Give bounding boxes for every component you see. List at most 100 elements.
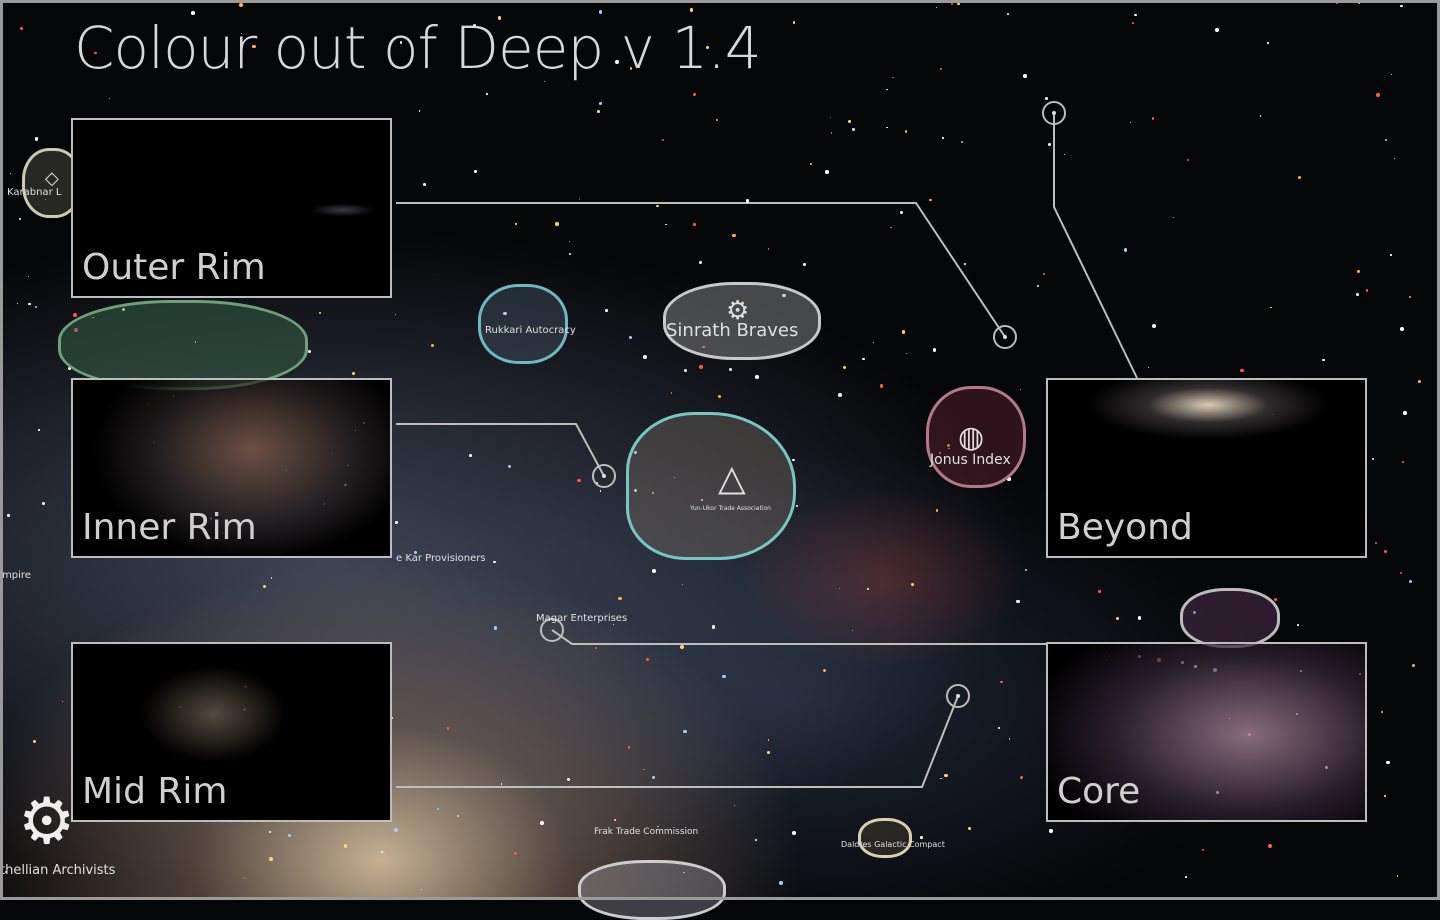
star	[436, 807, 439, 810]
star	[892, 76, 894, 79]
game-title: Colour out of Deep v 1.4	[74, 14, 762, 82]
star	[932, 348, 937, 352]
faction-label[interactable]: Sinrath Braves	[666, 320, 799, 341]
star	[1049, 829, 1053, 833]
star	[664, 223, 667, 226]
star	[614, 819, 616, 821]
star	[497, 16, 502, 20]
star	[34, 137, 38, 141]
faction-label[interactable]: Magar Enterprises	[536, 613, 628, 624]
star	[940, 777, 942, 780]
star	[1356, 293, 1359, 296]
star	[1042, 273, 1045, 275]
star	[1007, 13, 1010, 15]
star	[414, 551, 417, 554]
star	[567, 778, 571, 782]
star	[239, 2, 244, 7]
star	[1390, 254, 1392, 256]
star	[10, 172, 12, 174]
star	[755, 839, 758, 842]
faction-label[interactable]: Yun-Ukor Trade Association	[690, 505, 771, 512]
territory-bottom	[578, 860, 726, 920]
star	[1240, 368, 1244, 372]
region-core[interactable]: Core	[1046, 642, 1367, 822]
faction-label[interactable]: Jonus Index	[930, 452, 1011, 468]
star	[1335, 2, 1338, 5]
region-outer-rim[interactable]: Outer Rim	[71, 118, 392, 298]
star	[683, 369, 687, 373]
territory-yun-ukor	[626, 412, 796, 560]
star	[1044, 96, 1049, 100]
star	[1400, 572, 1403, 575]
star	[1393, 158, 1395, 160]
star	[614, 59, 619, 64]
star	[1138, 616, 1142, 620]
star	[1385, 139, 1387, 141]
faction-label[interactable]: Rukkari Autocracy	[485, 325, 576, 336]
emblem-icon: ◍	[958, 420, 985, 455]
faction-label[interactable]: mpire	[2, 570, 31, 581]
star	[579, 198, 581, 200]
faction-label[interactable]: Frak Trade Commission	[594, 827, 699, 837]
star	[395, 521, 399, 525]
star	[381, 851, 384, 854]
star	[493, 626, 498, 630]
star	[824, 170, 829, 175]
star	[792, 458, 795, 461]
star	[795, 504, 798, 507]
star	[1064, 153, 1066, 155]
star	[842, 365, 847, 369]
star	[1384, 795, 1386, 797]
region-inner-rim[interactable]: Inner Rim	[71, 378, 392, 558]
star	[851, 127, 855, 131]
star	[629, 67, 633, 70]
faction-label[interactable]: Daldres Galactic Compact	[841, 840, 945, 849]
star	[1036, 284, 1040, 288]
star	[1399, 4, 1403, 8]
star	[399, 41, 403, 44]
star	[1384, 549, 1388, 553]
star	[268, 830, 272, 833]
star	[287, 834, 291, 838]
star	[745, 198, 750, 203]
faction-label[interactable]: Karabnar L	[7, 187, 62, 198]
star	[822, 669, 827, 673]
star	[1412, 664, 1416, 668]
faction-label[interactable]: thellian Archivists	[0, 863, 116, 878]
star	[718, 395, 722, 399]
star	[1267, 41, 1269, 44]
star	[670, 392, 673, 394]
star	[16, 302, 18, 304]
star	[241, 33, 243, 35]
faction-label[interactable]: e Kar Provisioners	[396, 553, 486, 564]
star	[652, 569, 656, 573]
star	[94, 51, 97, 55]
star	[680, 645, 685, 650]
star	[963, 263, 966, 266]
star	[643, 768, 645, 771]
star	[627, 746, 630, 749]
region-mid-rim[interactable]: Mid Rim	[71, 642, 392, 822]
star	[1016, 599, 1020, 604]
star	[698, 261, 702, 265]
star	[1409, 579, 1413, 584]
star	[38, 428, 40, 431]
star	[270, 577, 273, 579]
star	[1259, 115, 1262, 117]
star	[1215, 27, 1219, 32]
gear-icon[interactable]: ⚙	[18, 785, 76, 859]
star	[555, 222, 559, 226]
star	[269, 857, 274, 862]
star	[388, 854, 391, 857]
star	[319, 311, 322, 314]
territory-sinrath	[663, 282, 821, 360]
star	[613, 623, 615, 625]
star	[1147, 366, 1150, 369]
star	[942, 137, 944, 139]
star	[910, 582, 915, 587]
star	[1132, 21, 1134, 24]
triangle-icon: △	[718, 458, 746, 499]
star	[879, 384, 884, 388]
star	[1399, 326, 1404, 331]
region-beyond[interactable]: Beyond	[1046, 378, 1367, 558]
